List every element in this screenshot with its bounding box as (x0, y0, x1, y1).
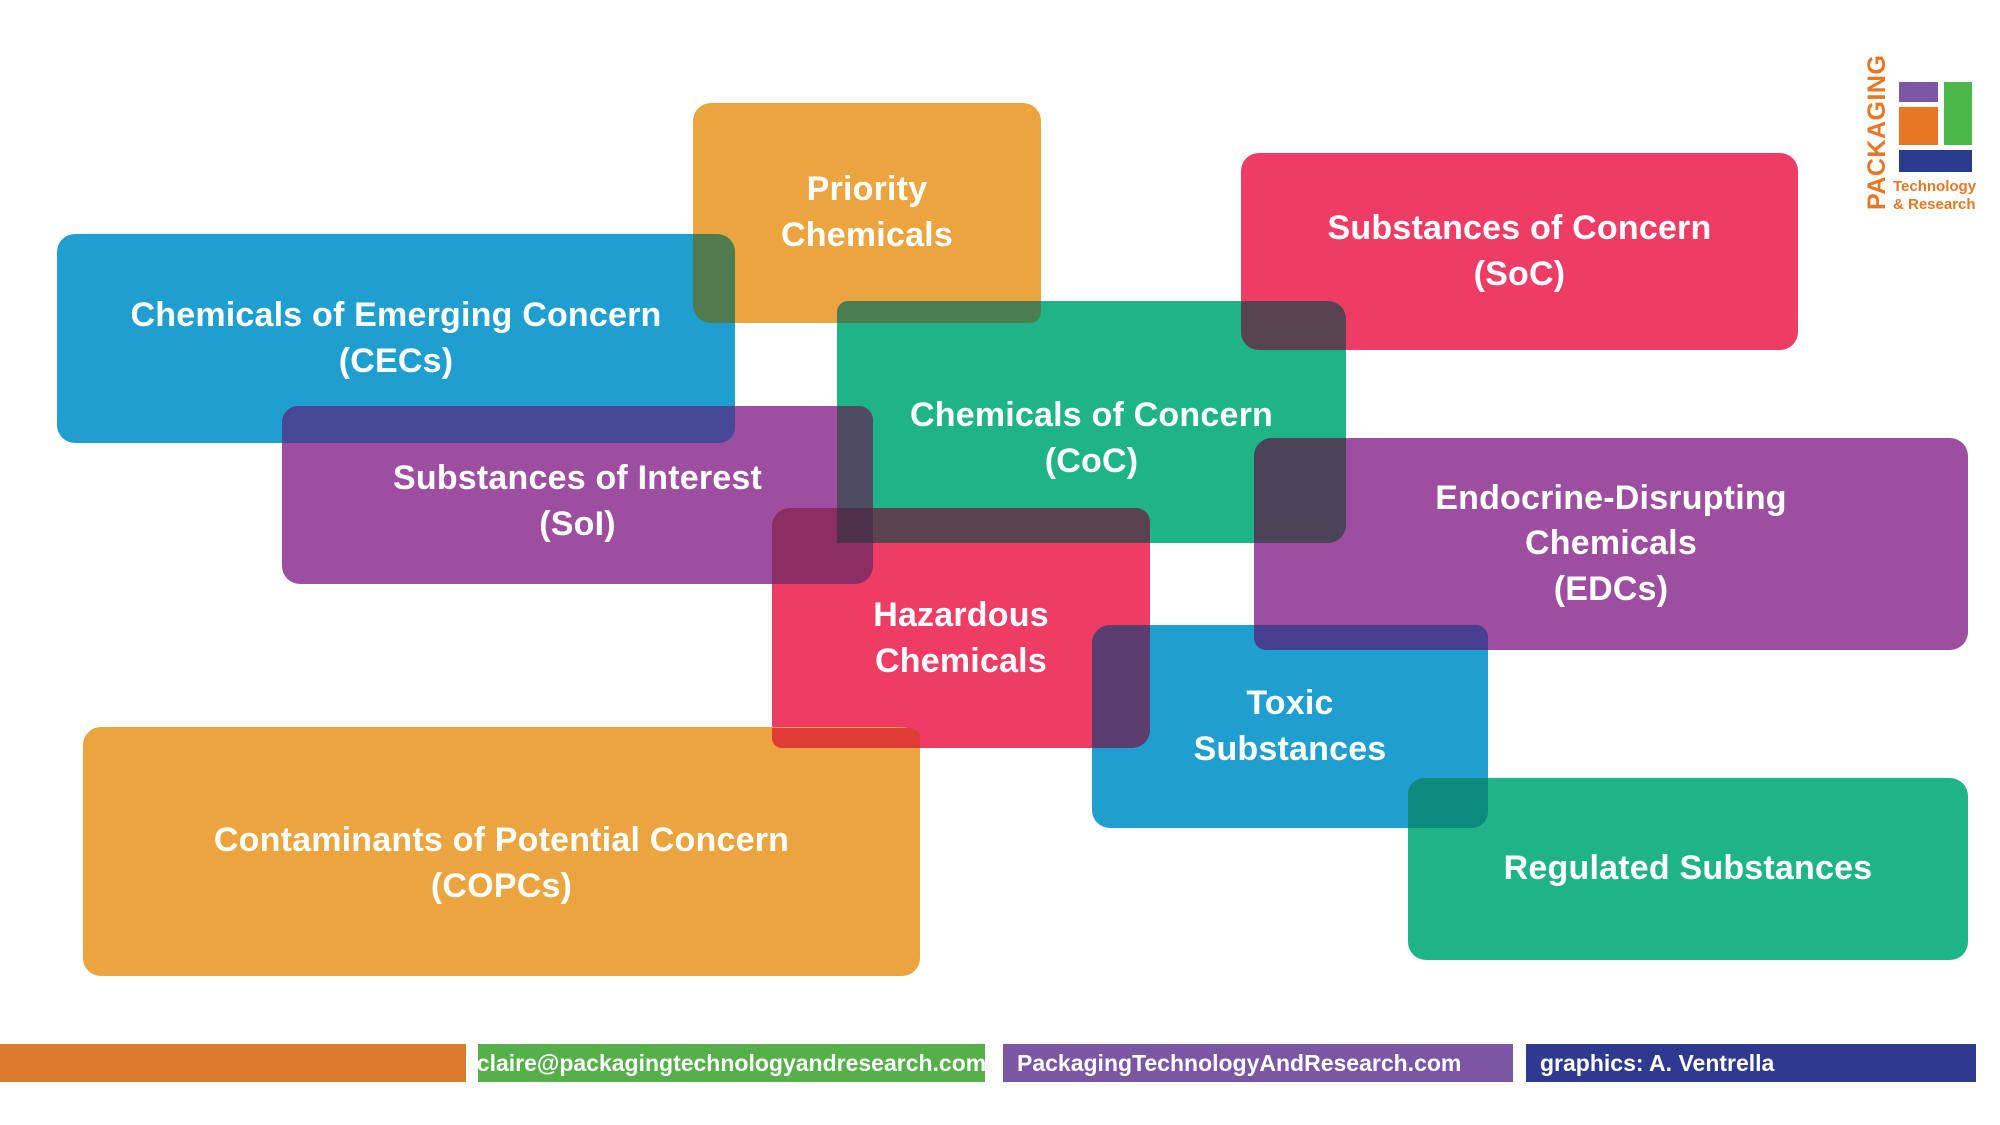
box-label-hazardous-chemicals: Hazardous Chemicals (873, 596, 1049, 680)
logo-blue-square (1899, 150, 1972, 172)
box-endocrine-disrupting-chemicals: Endocrine-Disrupting Chemicals (EDCs) (1254, 438, 1968, 650)
footer-bar-credit: graphics: A. Ventrella (1526, 1044, 1976, 1082)
overlap-edcs-x-coc (1254, 438, 1346, 543)
box-priority-chemicals: Priority Chemicals (693, 103, 1041, 323)
logo-purple-square (1899, 82, 1938, 102)
logo-orange-square (1899, 107, 1938, 145)
box-label-toxic-substances: Toxic Substances (1193, 683, 1387, 768)
overlap-copcs-x-hazardous (772, 728, 920, 748)
box-label-regulated-substances: Regulated Substances (1503, 849, 1873, 888)
overlap-hazardous-x-coc (837, 508, 1150, 543)
box-chemicals-of-concern: Chemicals of Concern (CoC) (837, 301, 1346, 543)
overlap-toxic-x-hazardous (1092, 625, 1150, 748)
overlap-soi-x-cecs (282, 406, 735, 443)
footer-website-text[interactable]: PackagingTechnologyAndResearch.com (1017, 1049, 1462, 1076)
box-label-chemicals-of-emerging-concern: Chemicals of Emerging Concern (CECs) (130, 295, 662, 380)
overlap-coc-x-priority (837, 301, 1041, 323)
box-label-priority-chemicals: Priority Chemicals (781, 170, 953, 254)
footer-bar-orange (0, 1044, 466, 1082)
logo-subtext: Technology & Research (1893, 178, 1977, 213)
footer-credit-text: graphics: A. Ventrella (1540, 1049, 1775, 1076)
box-label-substances-of-interest: Substances of Interest (SoI) (392, 459, 763, 543)
box-label-contaminants-of-potential-concern: Contaminants of Potential Concern (COPCs… (213, 820, 790, 905)
footer-bar-email: claire@packagingtechnologyandresearch.co… (476, 1044, 987, 1082)
packaging-technology-research-logo: PACKAGING Technology & Research (1862, 52, 1982, 222)
overlap-toxic-x-regulated (1408, 778, 1488, 828)
box-label-endocrine-disrupting-chemicals: Endocrine-Disrupting Chemicals (EDCs) (1435, 478, 1787, 608)
box-label-substances-of-concern: Substances of Concern (SoC) (1327, 208, 1712, 293)
box-regulated-substances: Regulated Substances (1408, 778, 1968, 960)
box-contaminants-of-potential-concern: Contaminants of Potential Concern (COPCs… (83, 727, 920, 976)
overlap-toxic-x-edcs (1254, 625, 1488, 650)
overlap-hazardous-x-soi-x-coc (837, 508, 873, 543)
footer-email-text[interactable]: claire@packagingtechnologyandresearch.co… (476, 1049, 987, 1076)
footer-bar-website: PackagingTechnologyAndResearch.com (1003, 1044, 1513, 1082)
logo-vertical-wordmark: PACKAGING (1863, 54, 1891, 210)
box-label-chemicals-of-concern: Chemicals of Concern (CoC) (910, 396, 1273, 480)
logo-green-square (1944, 82, 1972, 145)
overlap-soc-x-coc (1241, 301, 1346, 350)
overlap-cecs-x-priority (693, 234, 735, 323)
